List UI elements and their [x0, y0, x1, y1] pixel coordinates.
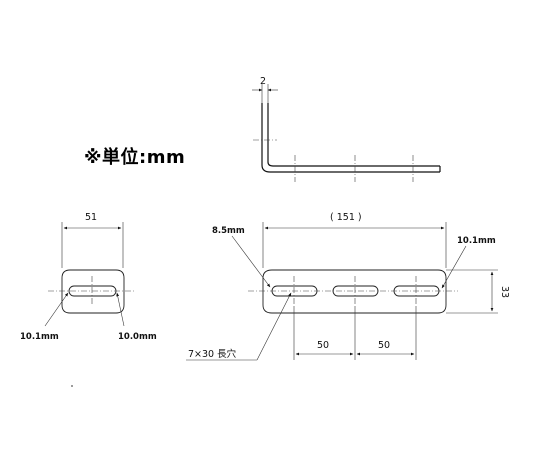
large-right-radius-leader	[441, 245, 467, 289]
small-right-leader	[116, 292, 125, 327]
large-left-radius-label: 8.5mm	[212, 226, 245, 236]
side-view: 2	[252, 76, 441, 182]
stray-dot	[71, 385, 73, 387]
small-plate-outline	[61, 269, 125, 314]
small-left-label: 10.1mm	[20, 332, 59, 342]
slot-callout-leader	[256, 292, 292, 361]
slot-callout-label: 7×30 長穴	[188, 348, 237, 360]
small-left-leader	[44, 292, 69, 327]
large-right-radius-label: 10.1mm	[457, 236, 496, 246]
small-part-view: 51 10.1mm 10.0mm	[20, 212, 157, 342]
small-width-label: 51	[85, 212, 97, 223]
unit-note: ※単位:mm	[84, 147, 186, 168]
large-left-radius-leader	[231, 235, 271, 288]
large-part-view: ( 151 ) 8.5mm 10.1mm 33 50 50	[186, 212, 510, 361]
pitch-label-1: 50	[317, 340, 329, 351]
profile-inner	[267, 103, 440, 167]
large-plate-outline	[262, 269, 447, 314]
pitch-label-2: 50	[378, 340, 390, 351]
thickness-label: 2	[260, 76, 266, 87]
large-height-label: 33	[499, 286, 510, 298]
profile-outer	[261, 103, 440, 173]
large-length-label: ( 151 )	[330, 212, 362, 223]
small-right-label: 10.0mm	[118, 332, 157, 342]
